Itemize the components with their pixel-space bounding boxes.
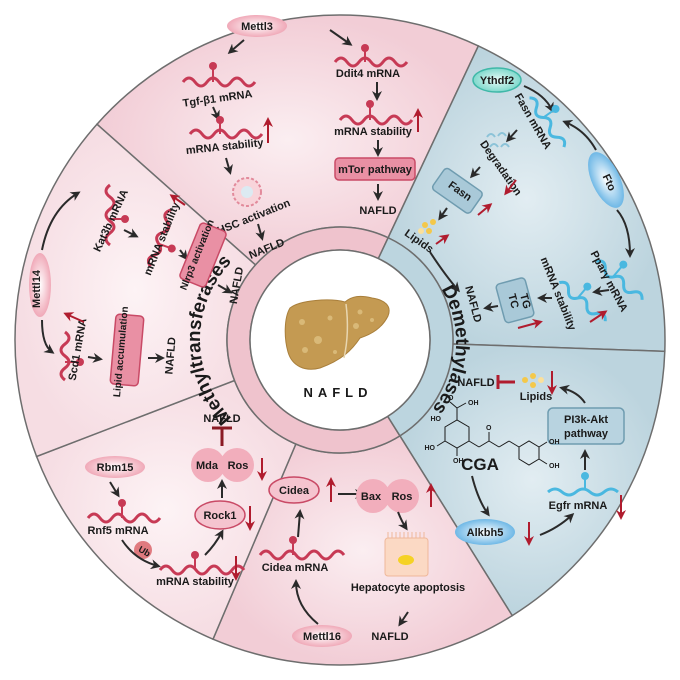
mrna-icon [547, 472, 619, 497]
fasn-protein-box[interactable] [431, 167, 484, 215]
bax-blob [356, 479, 390, 513]
alkbh5-label: Alkbh5 [467, 527, 504, 539]
mtor-pathway-box[interactable] [334, 157, 416, 181]
mrna-icon [104, 183, 129, 247]
hsc-cell-icon [232, 177, 262, 207]
cga-label: CGA [461, 455, 499, 474]
svg-text:OH: OH [453, 458, 464, 465]
lipid-droplets-icon [418, 219, 436, 234]
mrna-icon [181, 62, 257, 88]
sector-rbm15: Rbm15 Rnf5 mRNA Ub mRNA stability Rock1 … [85, 413, 267, 588]
pi3k-akt-pathway-box[interactable] [547, 407, 625, 445]
egfr-mrna-label: Egfr mRNA [549, 500, 608, 512]
liver-icon [284, 295, 390, 370]
enzyme-alkbh5[interactable] [455, 519, 515, 545]
mrna-icon [258, 536, 346, 561]
ythdf2-label: Ythdf2 [480, 75, 514, 87]
enzyme-mettl16-label: Mettl16 [303, 631, 341, 643]
nafld-label: NAFLD [359, 205, 396, 217]
svg-text:OH: OH [468, 400, 479, 407]
ros-blob [385, 479, 419, 513]
mrna-icon [158, 551, 246, 576]
sector-group [14, 14, 666, 666]
ros-label: Ros [228, 460, 249, 472]
enzyme-rbm15[interactable] [85, 456, 145, 478]
nlrp3-activation-box[interactable] [179, 222, 227, 288]
mrna-icon [86, 499, 162, 524]
ddit4-mrna-label: Ddit4 mRNA [336, 68, 400, 80]
cidea-label: Cidea [279, 485, 310, 497]
mda-blob [191, 448, 225, 482]
cga-molecule-icon [436, 401, 548, 466]
reader-ythdf2[interactable] [472, 67, 522, 93]
cidea-mrna-label: Cidea mRNA [262, 562, 329, 574]
nafld-label: NAFLD [203, 413, 240, 425]
svg-text:O: O [448, 395, 454, 402]
mrna-icon [529, 96, 567, 148]
mrna-icon [338, 100, 414, 126]
svg-text:OH: OH [549, 463, 560, 470]
svg-text:O: O [486, 425, 492, 432]
ros-label: Ros [392, 491, 413, 503]
fragments-icon [486, 132, 510, 148]
tc-label: TC [505, 293, 520, 310]
sector-alkbh5: NAFLD Lipids PI3k-Akt pathway Egfr mRNA … [425, 371, 626, 546]
nafld-label: NAFLD [457, 377, 494, 389]
svg-text:HO: HO [425, 445, 436, 452]
pathway-label: pathway [564, 428, 609, 440]
enzyme-mettl3-label: Mettl3 [241, 21, 273, 33]
enzyme-mettl14-label: Mettl14 [31, 269, 43, 308]
mrna-icon [59, 330, 84, 382]
ddit4-stability-label: mRNA stability [334, 126, 413, 138]
enzyme-mettl16[interactable] [292, 625, 352, 647]
rnf5-mrna-label: Rnf5 mRNA [87, 525, 148, 537]
enzyme-rbm15-label: Rbm15 [97, 462, 134, 474]
mrna-icon [146, 208, 176, 268]
rock1-label: Rock1 [203, 510, 236, 522]
center-label: NAFLD [303, 385, 372, 400]
lipid-droplets-icon [522, 373, 544, 388]
mrna-icon [333, 44, 409, 68]
tg-tc-box[interactable] [495, 277, 535, 324]
enzyme-fto[interactable] [581, 147, 632, 213]
cidea-node[interactable] [268, 476, 320, 504]
enzyme-mettl3[interactable] [227, 15, 287, 37]
mda-label: Mda [196, 460, 219, 472]
rock1-node[interactable] [194, 500, 246, 530]
mrna-icon [595, 259, 644, 300]
ros-blob [220, 448, 254, 482]
up-arrow-icon [63, 312, 85, 323]
hepatocyte-icon [384, 532, 429, 577]
nafld-label: NAFLD [371, 631, 408, 643]
rnf5-stability-label: mRNA stability [156, 576, 235, 588]
lipid-accumulation-box[interactable] [109, 313, 145, 387]
svg-text:HO: HO [431, 416, 442, 423]
ubiquitin-icon [134, 541, 152, 559]
sector-mettl16: Cidea Bax Ros Hepatocyte apoptosis NAFLD… [258, 476, 465, 647]
pi3k-akt-label: PI3k-Akt [564, 414, 608, 426]
bax-label: Bax [361, 491, 382, 503]
svg-text:OH: OH [549, 439, 560, 446]
enzyme-mettl14[interactable] [29, 253, 51, 317]
tg-label: TG [517, 292, 533, 310]
nafld-label: NAFLD [163, 337, 178, 375]
cga-labels: HO OH O HO OH O OH OH [425, 395, 560, 470]
down-arrow-icon [504, 179, 517, 196]
up-arrow-icon [169, 194, 186, 206]
up-arrow-icon [589, 310, 608, 323]
lipids-label: Lipids [520, 391, 552, 403]
mtor-pathway-label: mTor pathway [338, 164, 413, 176]
up-arrow-icon [477, 203, 493, 216]
up-arrow-icon [435, 234, 450, 245]
hepatocyte-apoptosis-label: Hepatocyte apoptosis [351, 582, 465, 594]
up-arrow-icon [517, 319, 543, 329]
mrna-icon [188, 116, 264, 140]
